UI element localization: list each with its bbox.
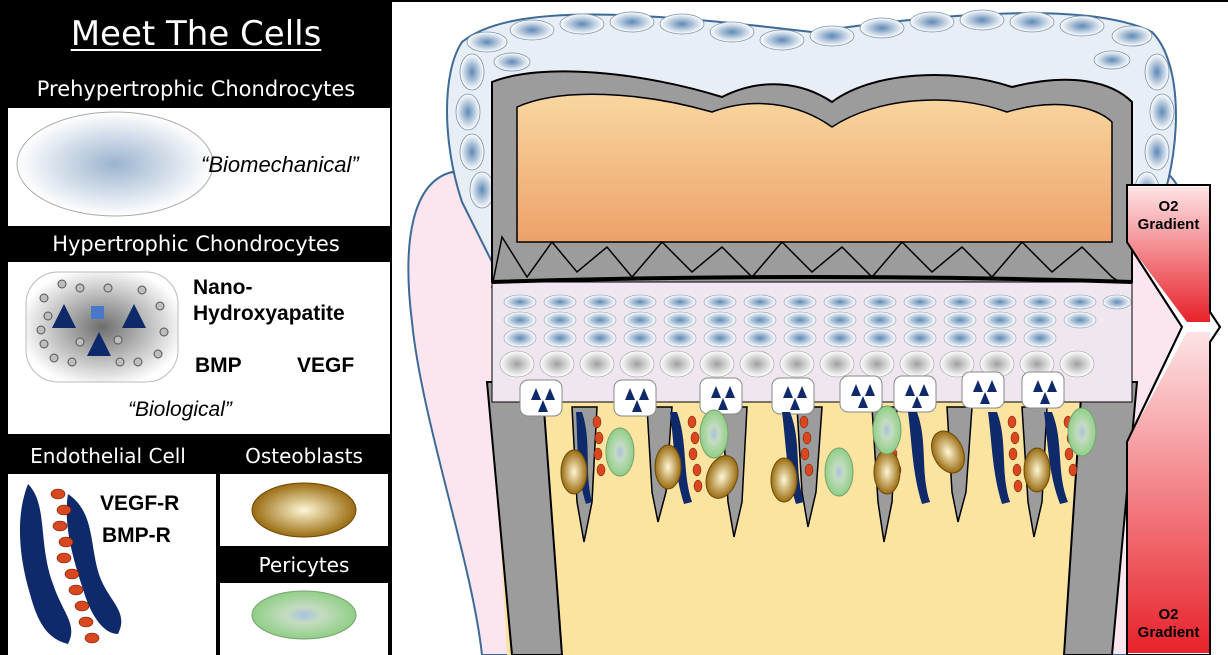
prehypertrophic-chondrocyte-icon bbox=[17, 112, 213, 216]
receptor-bmp-r: BMP-R bbox=[102, 524, 171, 548]
hypertrophic-role: “Biological” bbox=[128, 398, 232, 422]
osteoblast-icon bbox=[252, 483, 356, 537]
osteoblasts-header: Osteoblasts bbox=[220, 440, 388, 472]
factor-vegf: VEGF bbox=[297, 354, 354, 378]
factor-hydroxyapatite: Hydroxyapatite bbox=[193, 302, 345, 326]
hypertrophic-chondrocyte-icon bbox=[26, 272, 178, 382]
pericytes-header: Pericytes bbox=[220, 549, 388, 581]
secondary-ossification-center bbox=[517, 94, 1112, 242]
prehypertrophic-header: Prehypertrophic Chondrocytes bbox=[0, 72, 392, 106]
pericyte-icon bbox=[252, 591, 356, 639]
endothelial-header: Endothelial Cell bbox=[8, 440, 208, 472]
factor-bmp: BMP bbox=[195, 354, 242, 378]
hypertrophic-panel: Nano- Hydroxyapatite BMP VEGF “Biologica… bbox=[8, 262, 390, 434]
prehypertrophic-role: “Biomechanical” bbox=[201, 152, 359, 178]
pericytes-panel bbox=[220, 583, 388, 655]
prehypertrophic-zone bbox=[500, 351, 1094, 377]
o2-gradient-label-bottom: O2 Gradient bbox=[1127, 606, 1210, 642]
osteoblasts-panel bbox=[220, 474, 388, 546]
growth-plate-illustration: O2 Gradient O2 Gradient bbox=[392, 0, 1228, 655]
hypertrophic-header: Hypertrophic Chondrocytes bbox=[0, 228, 392, 260]
cell-legend-panel: Meet The Cells Prehypertrophic Chondrocy… bbox=[0, 0, 392, 655]
legend-title: Meet The Cells bbox=[0, 0, 392, 70]
factor-nano: Nano- bbox=[193, 276, 253, 300]
endothelial-panel: VEGF-R BMP-R bbox=[8, 474, 216, 655]
receptor-vegf-r: VEGF-R bbox=[100, 492, 179, 516]
prehypertrophic-panel: “Biomechanical” bbox=[8, 108, 390, 226]
o2-gradient-label-top: O2 Gradient bbox=[1127, 198, 1210, 234]
